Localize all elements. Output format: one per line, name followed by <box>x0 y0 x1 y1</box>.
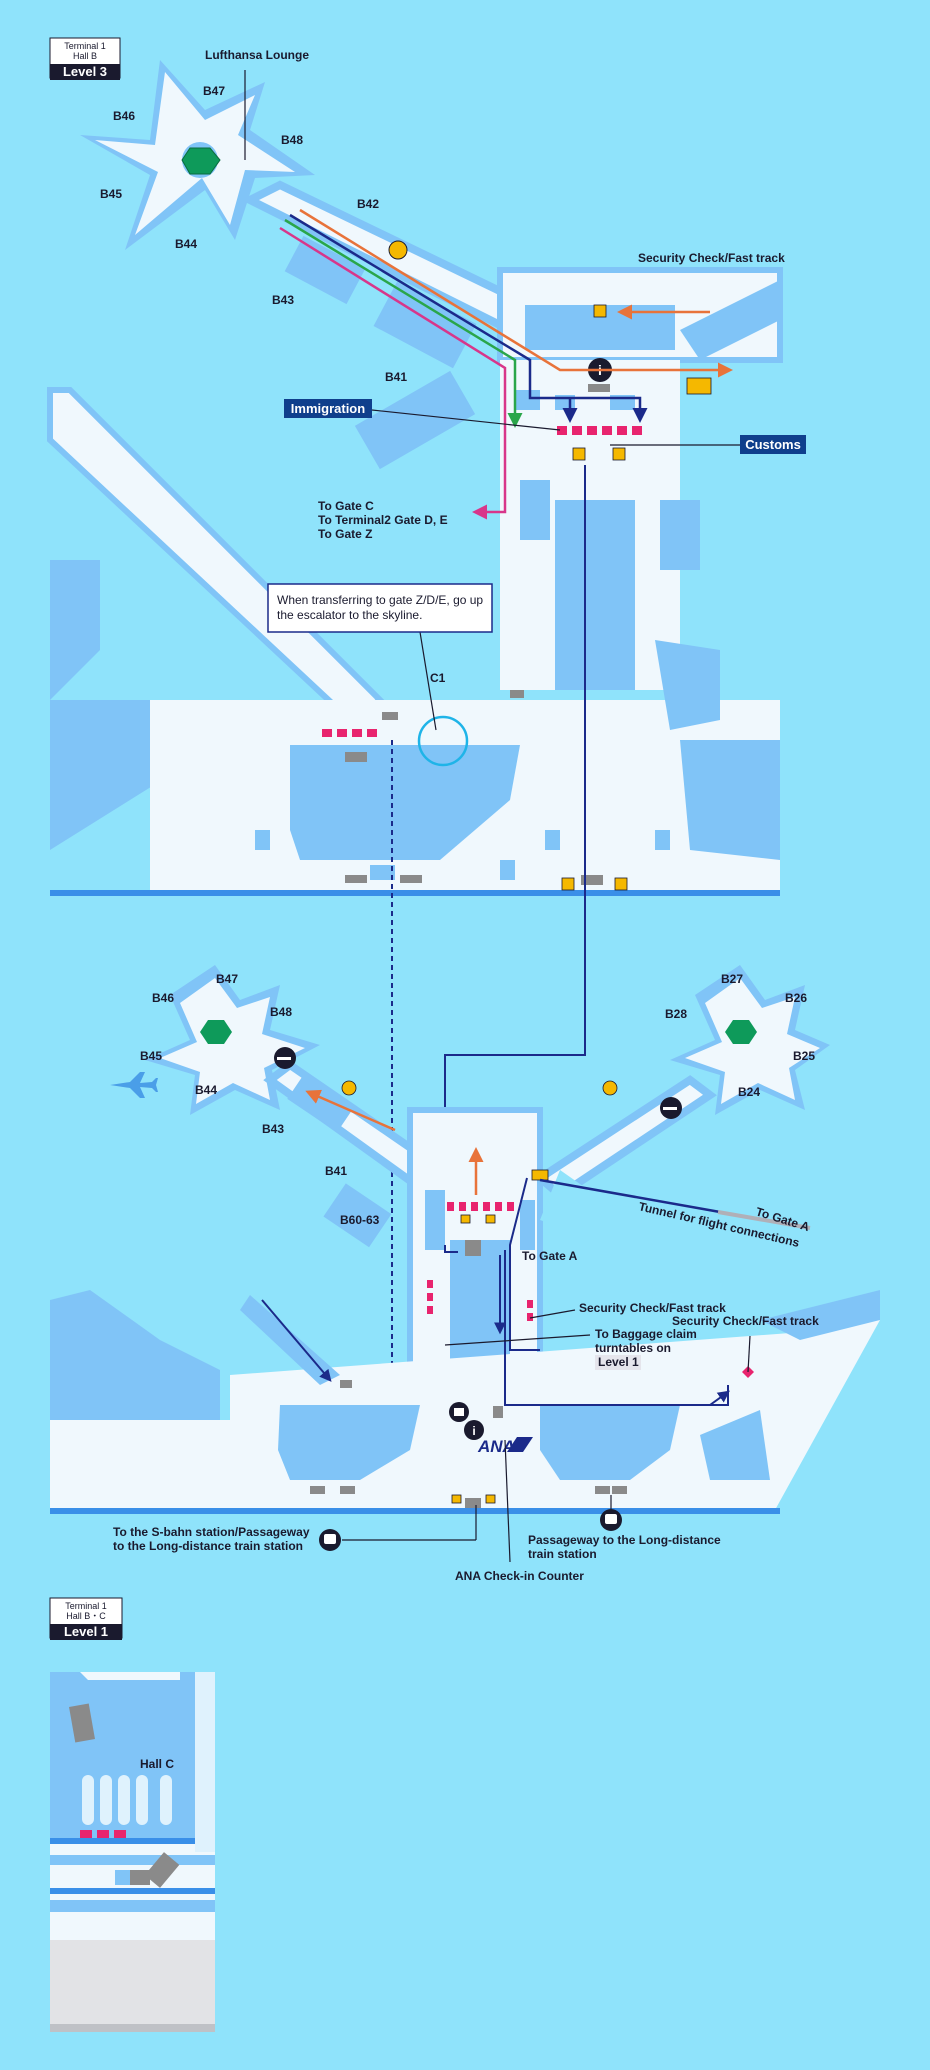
gate-b46-l3: B46 <box>113 109 135 123</box>
passageway-label: Passageway to the Long-distance train st… <box>528 1533 721 1561</box>
gate-b24-l1: B24 <box>738 1085 760 1099</box>
immigration-tag: Immigration <box>284 399 372 418</box>
security-check-icon <box>561 304 712 891</box>
security-check-icon <box>388 240 408 260</box>
baggage-line2: turntables on <box>595 1341 671 1355</box>
gate-b26-l1: B26 <box>785 991 807 1005</box>
gate-b43-l3: B43 <box>272 293 294 307</box>
route-orange-l1 <box>305 1089 396 1132</box>
baggage-claim-label: To Baggage claim turntables on Level 1 <box>595 1327 697 1370</box>
sbahn-line1: To the S-bahn station/Passageway <box>113 1525 310 1539</box>
escalator-icon <box>69 1703 180 1888</box>
hall-c-label: Hall C <box>140 1757 174 1771</box>
level3-badge-hall: Hall B <box>73 51 97 61</box>
level3-badge: Terminal 1 Hall B Level 3 <box>49 37 121 80</box>
customs-tag: Customs <box>740 435 806 454</box>
svg-text:ANA: ANA <box>477 1437 515 1456</box>
security-label-l3: Security Check/Fast track <box>638 251 785 265</box>
lounge-icon <box>200 1020 232 1044</box>
gate-b44-l3: B44 <box>175 237 197 251</box>
security-check-icon <box>451 1169 549 1504</box>
train-icon <box>319 1529 341 1551</box>
level1-badge-level: Level 1 <box>64 1624 108 1639</box>
transfer-note-line2: the escalator to the skyline. <box>277 608 422 622</box>
smoking-icon <box>660 1097 682 1119</box>
route-orange-l3 <box>299 208 733 378</box>
to-terminal2: To Terminal2 Gate D, E <box>318 513 448 527</box>
gate-b6063-l1: B60-63 <box>340 1213 380 1227</box>
hall-c-map <box>50 1672 215 2032</box>
baggage-level: Level 1 <box>598 1355 639 1369</box>
route-navy-l1a <box>444 1245 458 1253</box>
route-escalator-l1 <box>261 1299 332 1382</box>
gate-b44-l1: B44 <box>195 1083 217 1097</box>
gate-b27-l1: B27 <box>721 972 743 986</box>
security-label-l1a: Security Check/Fast track <box>579 1301 726 1315</box>
transfer-note-line1: When transferring to gate Z/D/E, go up <box>277 593 483 607</box>
gate-b25-l1: B25 <box>793 1049 815 1063</box>
smoking-icon <box>274 1047 296 1069</box>
route-magenta-l3 <box>279 226 507 520</box>
gate-b43-l1: B43 <box>262 1122 284 1136</box>
level1-badge-hall: Hall B・C <box>66 1611 106 1621</box>
gate-b48-l1: B48 <box>270 1005 292 1019</box>
lounge-icon <box>725 1020 757 1044</box>
gate-b42-l3: B42 <box>357 197 379 211</box>
route-green-l3 <box>284 218 523 428</box>
train-icon <box>600 1509 622 1531</box>
gate-c1-l3: C1 <box>430 671 446 685</box>
gate-b48-l3: B48 <box>281 133 303 147</box>
c1-escalator-circle <box>417 715 469 767</box>
gate-b47-l1: B47 <box>216 972 238 986</box>
level3-badge-level: Level 3 <box>63 64 107 79</box>
sbahn-line2: to the Long-distance train station <box>113 1539 303 1553</box>
lufthansa-lounge-label: Lufthansa Lounge <box>205 48 309 62</box>
gate-b47-l3: B47 <box>203 84 225 98</box>
escalator-icon <box>310 1240 627 1508</box>
to-gate-a-label: To Gate A <box>522 1249 578 1263</box>
baggage-line1: To Baggage claim <box>595 1327 697 1341</box>
gate-b28-l1: B28 <box>665 1007 687 1021</box>
level3-arm <box>47 387 385 724</box>
ana-counter-label: ANA Check-in Counter <box>455 1569 584 1583</box>
to-gate-z: To Gate Z <box>318 527 372 541</box>
level1-map: i ANA <box>50 965 880 1563</box>
to-gates-label: To Gate C To Terminal2 Gate D, E To Gate… <box>318 499 448 541</box>
gate-b41-l3: B41 <box>385 370 407 384</box>
security-check-icon <box>341 1080 357 1096</box>
security-check-icon <box>602 1080 618 1096</box>
hall-c-booths <box>80 1830 126 1838</box>
info-icon: i <box>464 1420 484 1440</box>
level1-main-hall <box>50 1290 880 1510</box>
passageway-line1: Passageway to the Long-distance <box>528 1533 721 1547</box>
sbahn-label: To the S-bahn station/Passageway to the … <box>113 1525 310 1553</box>
level3-map: i <box>47 60 783 1386</box>
security-label-l1b: Security Check/Fast track <box>672 1314 819 1328</box>
airplane-icon <box>110 1072 158 1098</box>
level1-badge: Terminal 1 Hall B・C Level 1 <box>49 1597 123 1640</box>
transfer-note: When transferring to gate Z/D/E, go up t… <box>267 583 493 633</box>
lounge-icon <box>181 147 221 175</box>
gate-b41-l1: B41 <box>325 1164 347 1178</box>
passageway-line2: train station <box>528 1547 597 1561</box>
gate-b45-l1: B45 <box>140 1049 162 1063</box>
c1-booths <box>322 729 377 737</box>
level3-badge-terminal: Terminal 1 <box>64 41 106 51</box>
gate-b46-l1: B46 <box>152 991 174 1005</box>
immigration-booths <box>557 426 642 435</box>
svg-text:i: i <box>472 1424 475 1438</box>
customs-label: Customs <box>745 437 801 452</box>
baggage-icon <box>449 1402 469 1422</box>
immigration-label: Immigration <box>291 401 365 416</box>
route-navy-tunnel <box>539 1178 721 1214</box>
escalator-icon <box>345 384 610 885</box>
route-navy-l1b <box>509 1177 540 1351</box>
gate-b45-l3: B45 <box>100 187 122 201</box>
route-navy-l3 <box>289 213 648 423</box>
to-gate-c: To Gate C <box>318 499 374 513</box>
level1-badge-terminal: Terminal 1 <box>65 1601 107 1611</box>
passport-booths-l1 <box>427 1202 533 1321</box>
